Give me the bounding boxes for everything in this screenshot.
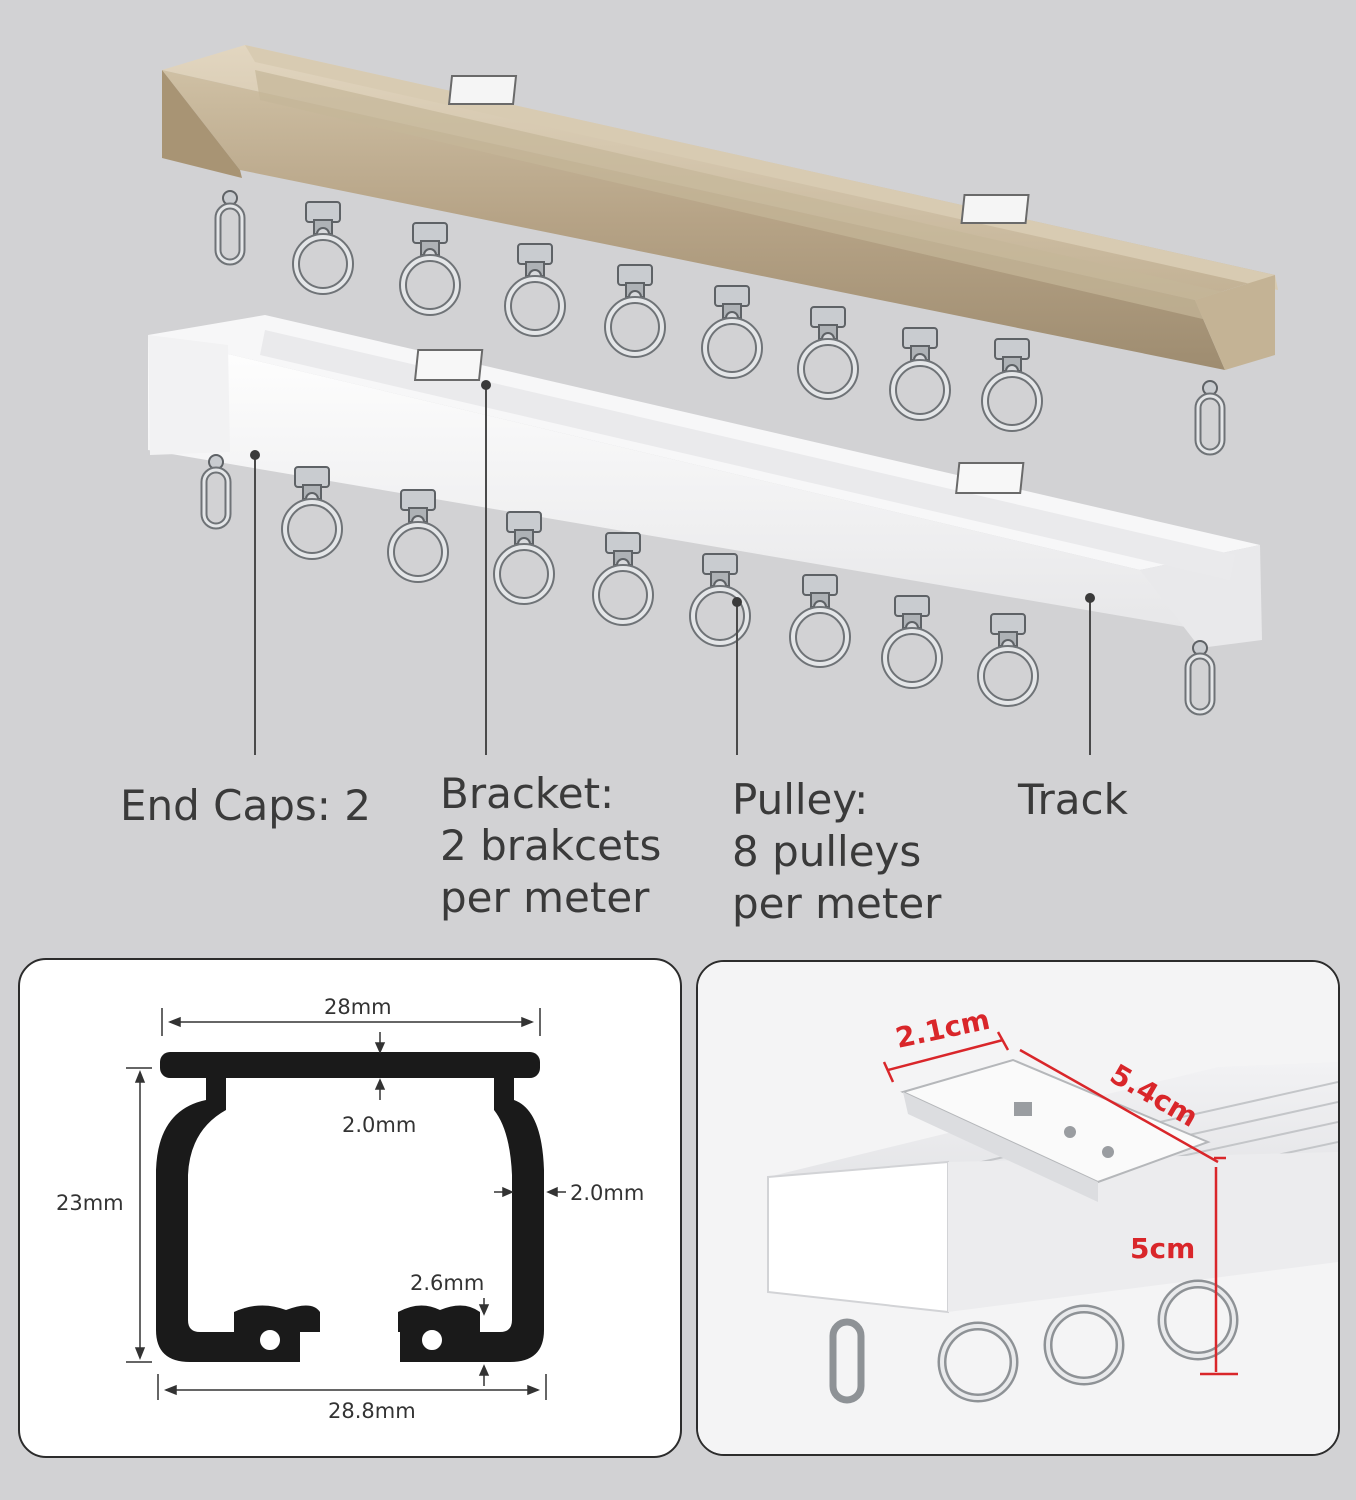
bracket-panel: 2.1cm 5.4cm 5cm [696,960,1340,1456]
pulley-label: Pulley: 8 pulleys per meter [732,774,941,930]
gold-track [162,45,1278,452]
pulley-line3: per meter [732,879,942,928]
bracket-line3: per meter [440,873,650,922]
side-thickness-dim: 2.0mm [570,1181,644,1205]
bottom-thickness-dim: 2.6mm [410,1271,484,1295]
track-text: Track [1018,775,1128,824]
height-dim: 23mm [56,1191,124,1215]
dimension-lines [126,1008,566,1400]
profile-diagram: 28mm 2.0mm 23mm 2.0mm 2.6mm 28.8mm [56,995,644,1423]
pulley-line1: Pulley: [732,775,869,824]
red-dimension-lines [882,1031,1238,1376]
white-track [148,315,1262,712]
bottom-width-dim: 28.8mm [328,1399,416,1423]
track-label: Track [1018,774,1128,826]
top-thickness-dim: 2.0mm [342,1113,416,1137]
end-caps-text: End Caps: 2 [120,781,371,830]
end-caps-label: End Caps: 2 [120,780,371,832]
bracket-line1: Bracket: [440,769,615,818]
bracket-line2: 2 brakcets [440,821,662,870]
top-width-dim: 28mm [324,995,392,1019]
profile-panel: 28mm 2.0mm 23mm 2.0mm 2.6mm 28.8mm [18,958,682,1458]
track-illustration [148,45,1278,755]
bracket-height-dim: 5cm [1130,1232,1195,1265]
leader-lines [250,380,1095,755]
bracket-label: Bracket: 2 brakcets per meter [440,768,661,924]
bracket-diagram: 2.1cm 5.4cm 5cm [698,962,1338,1454]
pulley-line2: 8 pulleys [732,827,922,876]
profile-shape [156,1052,544,1362]
